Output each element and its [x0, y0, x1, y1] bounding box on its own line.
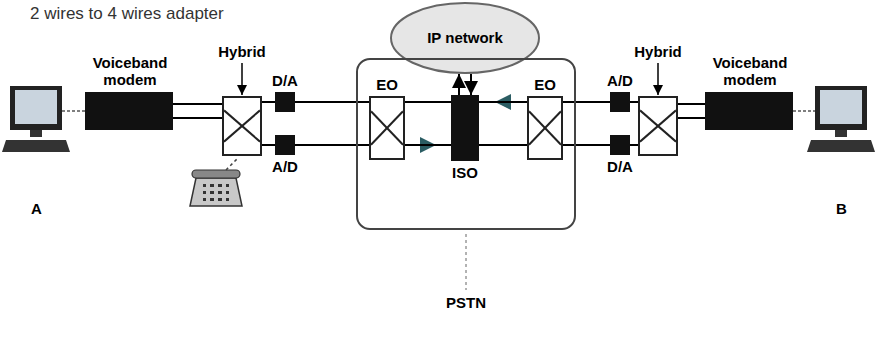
- shape: [451, 95, 479, 161]
- converter-box: D/A: [600, 135, 640, 180]
- wire: [458, 74, 460, 95]
- node-label: A/D: [607, 72, 633, 89]
- callout-arrow: [241, 63, 243, 95]
- wire: [173, 104, 222, 118]
- converter-box: D/A: [265, 66, 305, 114]
- wire: [470, 74, 472, 95]
- crossover-symbol: [371, 98, 403, 158]
- node-label: D/A: [272, 72, 298, 89]
- computer-cable: [62, 110, 85, 112]
- node-label: EO: [534, 76, 556, 93]
- shape: [275, 92, 295, 112]
- wire: [563, 144, 610, 146]
- wire: [262, 144, 275, 146]
- telephone: [190, 170, 242, 206]
- node-label: Voiceband modem: [80, 54, 180, 89]
- wire: [405, 102, 451, 145]
- crossover-symbol: [640, 98, 676, 154]
- shape: [275, 135, 295, 155]
- shape: [527, 96, 563, 160]
- wire: [563, 101, 610, 103]
- wire: [630, 144, 638, 146]
- node-label: IP network: [427, 29, 503, 46]
- hybrid-box: Hybrid: [212, 38, 272, 158]
- shape: [610, 135, 630, 155]
- node-label: PSTN: [446, 294, 486, 311]
- node-label: Voiceband modem: [700, 54, 800, 89]
- node-label: A/D: [272, 158, 298, 175]
- wire: [262, 101, 275, 103]
- crossover-symbol: [529, 98, 561, 158]
- phone-line: [226, 158, 238, 170]
- node-label: Hybrid: [634, 43, 682, 60]
- modem-box: Voiceband modem: [700, 40, 800, 132]
- network-region: PSTNEOISOEO: [356, 58, 576, 230]
- endpoint-label: A: [31, 200, 42, 217]
- shape: [638, 96, 678, 156]
- shape: [222, 96, 262, 156]
- node-label: D/A: [607, 158, 633, 175]
- endpoint-label: B: [836, 200, 847, 217]
- boundary-line: [466, 234, 467, 290]
- node-label: EO: [376, 76, 398, 93]
- wire: [630, 101, 638, 103]
- shape: [369, 96, 405, 160]
- crossover-symbol: [224, 98, 260, 154]
- network-cloud: IP network: [390, 2, 540, 74]
- computer-b: [807, 86, 875, 152]
- shape: [85, 92, 173, 130]
- switch-box: ISO: [440, 88, 490, 188]
- callout-arrow: [657, 63, 659, 95]
- shape: [705, 92, 793, 130]
- switch-box: EO: [520, 72, 570, 162]
- shape: [610, 92, 630, 112]
- node-label: ISO: [452, 164, 478, 181]
- hybrid-box: Hybrid: [628, 38, 688, 158]
- converter-box: A/D: [600, 66, 640, 114]
- computer-cable: [793, 110, 815, 112]
- switch-box: EO: [362, 72, 412, 162]
- wire: [678, 104, 705, 118]
- node-label: Hybrid: [218, 43, 266, 60]
- annotation: 2 wires to 4 wires adapter: [30, 4, 224, 24]
- computer-a: [2, 86, 70, 152]
- wire: [479, 102, 527, 145]
- converter-box: A/D: [265, 135, 305, 180]
- modem-box: Voiceband modem: [80, 40, 180, 132]
